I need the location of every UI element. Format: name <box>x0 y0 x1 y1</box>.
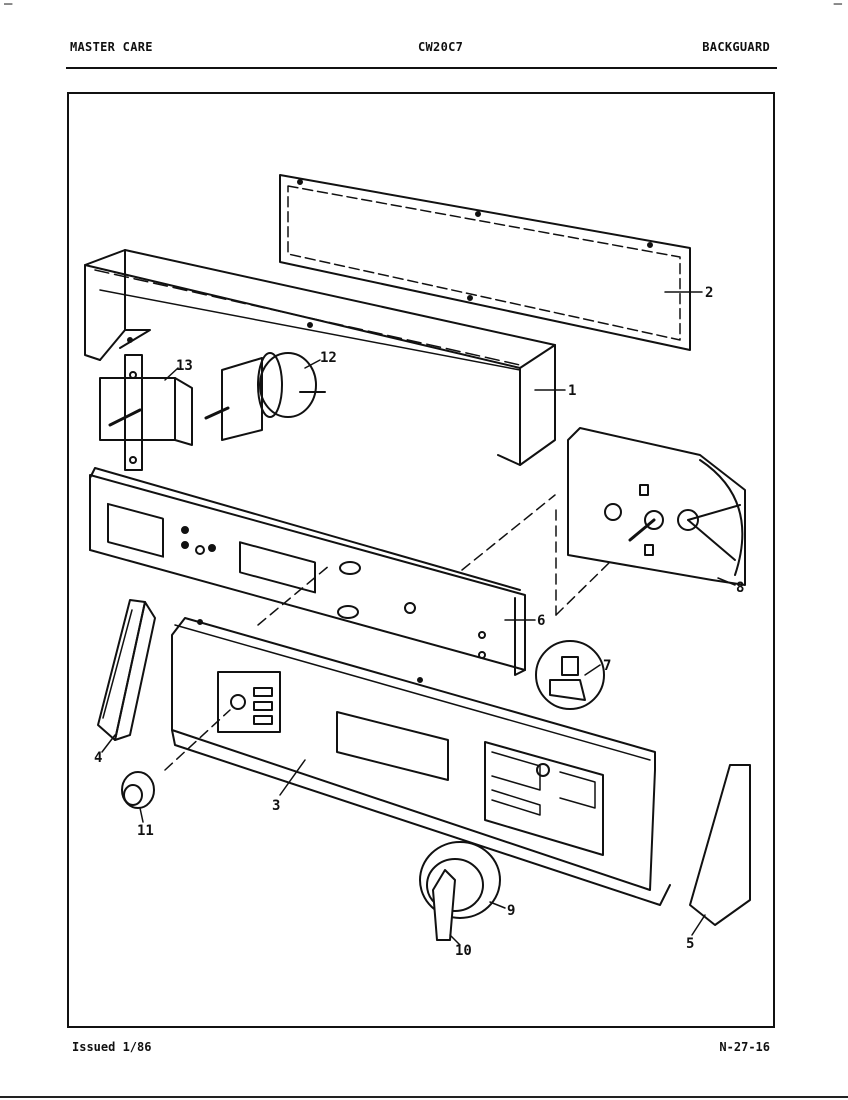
callout-1: 1 <box>568 383 576 399</box>
callout-12: 12 <box>320 350 337 366</box>
issued-date: Issued 1/86 <box>72 1040 152 1054</box>
page-code: N-27-16 <box>719 1040 770 1054</box>
part-3-control-panel <box>171 617 671 906</box>
callout-6: 6 <box>537 613 545 629</box>
model-number: CW20C7 <box>418 40 464 54</box>
callout-4: 4 <box>94 750 102 766</box>
callout-13: 13 <box>176 358 193 374</box>
callout-8: 8 <box>736 580 744 596</box>
bottom-rule <box>0 1096 848 1098</box>
part-11-small-knob <box>121 771 155 809</box>
callout-5: 5 <box>686 936 694 952</box>
part-7-detail <box>535 640 605 710</box>
part-4-end-bracket <box>97 599 156 741</box>
callout-labels: 1 2 3 4 5 6 7 8 9 10 11 12 13 <box>94 285 744 959</box>
part-1-backguard-frame <box>84 249 556 466</box>
callout-9: 9 <box>507 903 515 919</box>
callout-7: 7 <box>603 658 611 674</box>
corner-mark-right: – <box>833 0 842 12</box>
part-5-end-cap <box>689 764 751 926</box>
part-8-timer <box>567 427 746 586</box>
corner-mark-left: – <box>4 0 13 12</box>
diagram-frame <box>67 92 775 1028</box>
part-2-gasket-panel <box>279 174 691 351</box>
part-13-switch <box>99 354 193 471</box>
callout-3: 3 <box>272 798 280 814</box>
header-rule <box>66 67 777 69</box>
part-12-water-level-control <box>204 352 326 441</box>
callout-leaders <box>101 291 736 946</box>
callout-10: 10 <box>455 943 472 959</box>
section-title: BACKGUARD <box>702 40 770 54</box>
part-9-10-timer-knob <box>419 841 501 941</box>
part-6-control-bracket <box>89 467 526 676</box>
brand-title: MASTER CARE <box>70 40 153 54</box>
assembly-guide-lines <box>164 494 613 771</box>
callout-11: 11 <box>137 823 154 839</box>
callout-2: 2 <box>705 285 713 301</box>
